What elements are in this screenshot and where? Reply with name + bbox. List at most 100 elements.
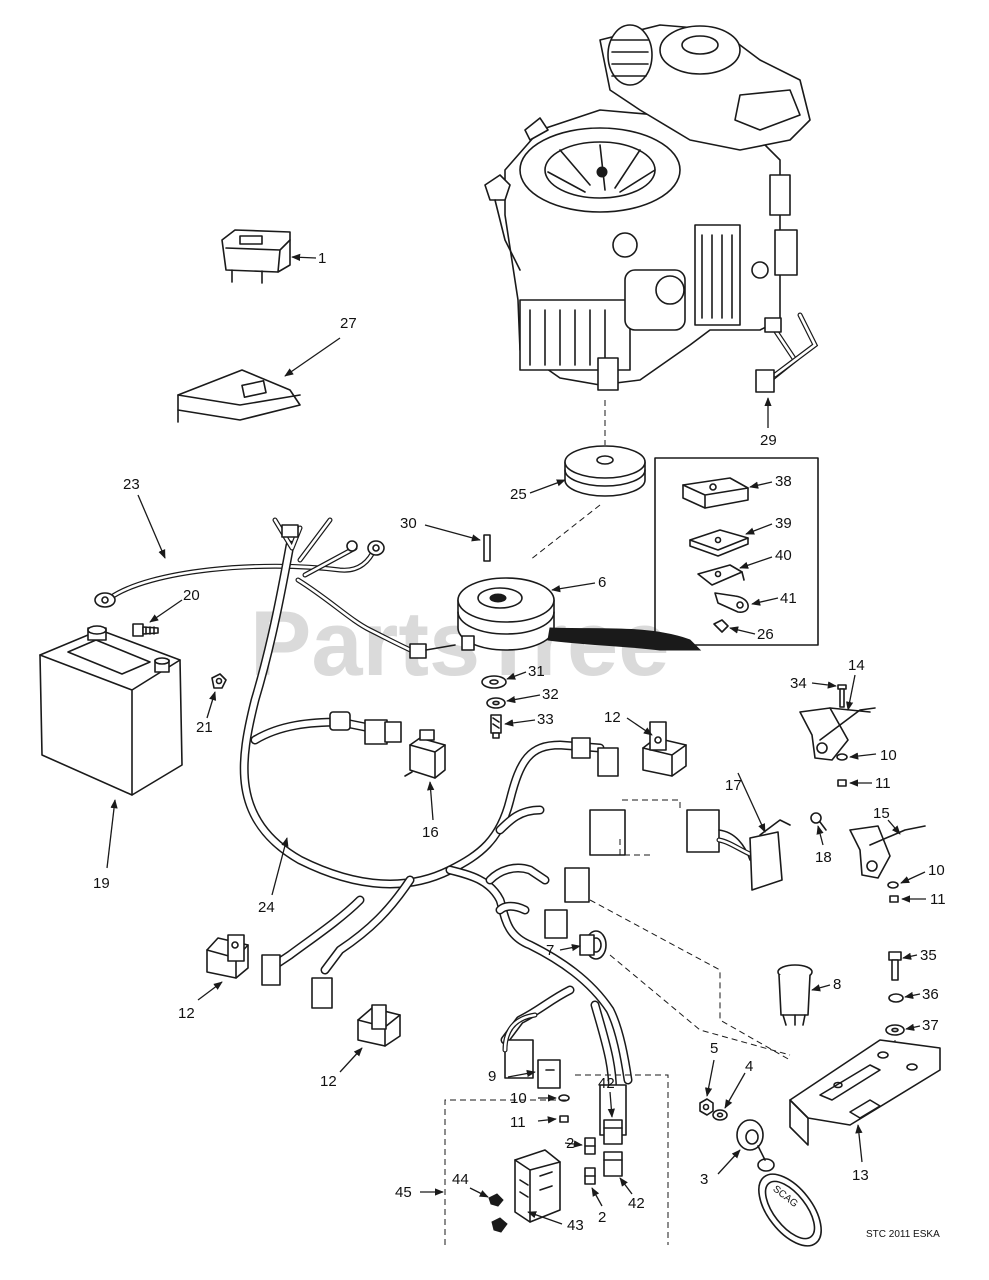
leader-21 xyxy=(206,691,217,719)
part-19-battery[interactable] xyxy=(39,625,183,796)
leader-33 xyxy=(504,719,536,727)
part-14-switch-bracket[interactable] xyxy=(799,707,876,761)
callout-15: 15 xyxy=(873,805,890,822)
leader-16 xyxy=(427,781,435,821)
callout-21: 21 xyxy=(196,719,213,736)
callout-12-top: 12 xyxy=(604,709,621,726)
part-38-bracket[interactable] xyxy=(682,477,749,509)
part-35-bolt[interactable] xyxy=(888,951,902,981)
part-3-ignition-switch[interactable]: SCAG xyxy=(736,1119,833,1257)
leader-43 xyxy=(527,1211,563,1225)
part-36-lockwasher[interactable] xyxy=(888,993,904,1003)
part-6-pto-clutch[interactable] xyxy=(457,577,702,651)
callout-5: 5 xyxy=(710,1040,718,1057)
part-31-washer[interactable] xyxy=(481,675,507,689)
part-34-screw[interactable] xyxy=(837,684,847,708)
part-16-relay[interactable] xyxy=(404,729,446,779)
part-41-clip[interactable] xyxy=(714,592,749,613)
part-32-lockwasher[interactable] xyxy=(486,697,506,709)
part-23-battery-cable[interactable] xyxy=(94,540,385,608)
leader-19 xyxy=(106,799,118,869)
part-5-nut[interactable] xyxy=(699,1098,714,1116)
callout-17: 17 xyxy=(725,777,742,794)
part-11-nut-c[interactable] xyxy=(559,1115,569,1123)
callout-10-b: 10 xyxy=(928,862,945,879)
leader-3 xyxy=(717,1149,741,1175)
callout-8: 8 xyxy=(833,976,841,993)
part-43-fuse[interactable] xyxy=(491,1217,508,1233)
leader-39 xyxy=(745,523,773,535)
part-11-nut-b[interactable] xyxy=(889,895,899,903)
leader-2-top xyxy=(564,1140,583,1148)
part-4-washer[interactable] xyxy=(712,1109,728,1121)
part-8-hour-meter[interactable] xyxy=(777,964,813,1026)
leader-5 xyxy=(704,1059,715,1097)
leader-38 xyxy=(749,481,773,489)
callout-2-top: 2 xyxy=(566,1135,574,1152)
callout-29: 29 xyxy=(760,432,777,449)
part-30-key[interactable] xyxy=(483,534,491,562)
part-40-plate[interactable] xyxy=(697,564,745,586)
part-37-washer[interactable] xyxy=(885,1024,905,1036)
callout-12-left: 12 xyxy=(178,1005,195,1022)
part-2-diode-top[interactable] xyxy=(584,1137,596,1155)
part-7-plug[interactable] xyxy=(579,930,607,960)
part-29-harness-adapter[interactable] xyxy=(755,312,819,393)
part-44-fuse[interactable] xyxy=(488,1193,504,1207)
callout-25: 25 xyxy=(510,486,527,503)
part-27-bracket[interactable] xyxy=(177,369,301,423)
part-42-relay-bottom[interactable] xyxy=(603,1151,623,1177)
part-33-bolt[interactable] xyxy=(490,714,502,739)
part-39-pad[interactable] xyxy=(689,529,749,557)
part-17-regulator[interactable] xyxy=(686,809,791,891)
part-25-spacer[interactable] xyxy=(564,445,646,497)
leader-18 xyxy=(816,825,824,846)
callout-11-a: 11 xyxy=(875,775,891,792)
assembly-45-outline xyxy=(444,1074,669,1245)
part-11-nut-a[interactable] xyxy=(837,779,847,787)
callout-24: 24 xyxy=(258,899,275,916)
callout-34: 34 xyxy=(790,675,807,692)
part-26-nut[interactable] xyxy=(713,619,729,633)
part-21-nut[interactable] xyxy=(211,673,227,689)
leader-10-b xyxy=(900,871,926,884)
part-2-diode-bottom[interactable] xyxy=(584,1167,596,1185)
callout-38: 38 xyxy=(775,473,792,490)
part-1-switch[interactable] xyxy=(221,229,291,284)
part-42-relay-top[interactable] xyxy=(603,1119,623,1145)
part-12-switch-bottom[interactable] xyxy=(357,1004,401,1047)
leader-4 xyxy=(724,1072,746,1109)
leader-42-top xyxy=(607,1091,615,1118)
part-13-panel-bracket[interactable] xyxy=(789,1039,941,1146)
part-15-switch-bracket[interactable] xyxy=(849,825,926,879)
callout-10-c: 10 xyxy=(510,1090,527,1107)
part-12-switch-left[interactable] xyxy=(206,934,249,979)
callout-26: 26 xyxy=(757,626,774,643)
leader-42-bottom xyxy=(619,1177,633,1195)
leader-1 xyxy=(291,253,317,261)
leader-40 xyxy=(739,556,773,569)
callout-35: 35 xyxy=(920,947,937,964)
callout-42-top: 42 xyxy=(598,1075,615,1092)
part-9-pto-switch[interactable] xyxy=(502,1012,561,1089)
dash-regulator xyxy=(619,799,681,856)
part-20-bolt[interactable] xyxy=(132,623,159,637)
leader-44 xyxy=(469,1187,489,1198)
callout-16: 16 xyxy=(422,824,439,841)
part-10-washer-a[interactable] xyxy=(836,753,848,761)
part-12-switch-top[interactable] xyxy=(642,721,687,777)
leader-9 xyxy=(507,1069,536,1078)
leader-15 xyxy=(887,819,901,835)
part-45-module[interactable] xyxy=(514,1149,561,1223)
leader-10-a xyxy=(849,752,877,760)
leader-24 xyxy=(271,837,289,896)
callout-12-bottom: 12 xyxy=(320,1073,337,1090)
callout-2-bottom: 2 xyxy=(598,1209,606,1226)
leader-23 xyxy=(137,494,166,559)
callout-33: 33 xyxy=(537,711,554,728)
center-line-clutch xyxy=(529,504,601,561)
part-10-washer-b[interactable] xyxy=(887,881,899,889)
callout-13: 13 xyxy=(852,1167,869,1184)
callout-30: 30 xyxy=(400,515,417,532)
callout-4: 4 xyxy=(745,1058,753,1075)
